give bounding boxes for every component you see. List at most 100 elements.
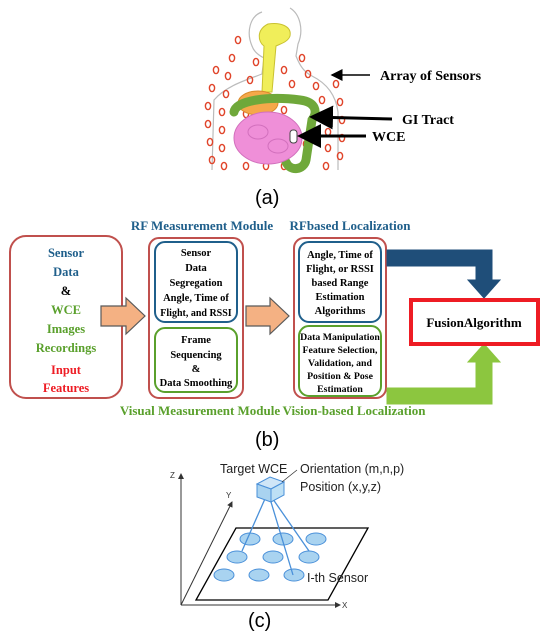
sensor-dot [212, 65, 220, 75]
rf-box-line: Data [185, 263, 207, 274]
rf-loc-line: based Range [312, 278, 369, 289]
rf-to-fusion-arrow [386, 249, 502, 299]
sensor-dot [252, 57, 260, 67]
plane-sensor [239, 532, 261, 546]
wce-capsule [289, 129, 298, 144]
sensor-dot [322, 161, 330, 171]
visual-measurement-module-title: Visual Measurement Module [120, 403, 281, 418]
visual-measurement-box [154, 327, 238, 393]
array-of-sensors-label: Array of Sensors [380, 69, 482, 84]
vision-loc-line: Validation, and [308, 358, 372, 369]
plane-sensor [213, 568, 235, 582]
target-wce-capsule [255, 476, 286, 503]
plane-sensor [248, 568, 270, 582]
sensor-dot [288, 79, 296, 89]
sensor-dot [218, 107, 226, 117]
features-label: Features [43, 381, 89, 395]
rf-box-line: Segregation [170, 278, 223, 289]
plane-sensor [305, 532, 327, 546]
plane-sensor [262, 550, 284, 564]
z-axis-label: Z [170, 471, 175, 480]
vision-loc-line: Feature Selection, [303, 345, 378, 356]
rf-loc-line: Flight, or RSSI [306, 264, 374, 275]
visual-box-line: & [192, 364, 201, 375]
fusion-algorithm-label: FusionAlgorithm [426, 315, 522, 330]
plane-sensor [298, 550, 320, 564]
orientation-pointer [281, 469, 298, 483]
target-wce-label: Target WCE [220, 462, 287, 476]
input-data-label: Data [53, 265, 79, 279]
x-axis-label: X [342, 601, 348, 610]
sensor-dot [318, 95, 326, 105]
vision-to-fusion-arrow [386, 343, 502, 405]
esophagus-shape [258, 23, 291, 93]
rf-localization-box [298, 241, 382, 323]
sensor-dot [208, 83, 216, 93]
plane-sensor [272, 532, 294, 546]
visual-box-line: Data Smoothing [160, 378, 233, 389]
sensor-dot [218, 143, 226, 153]
sensor-dot [336, 151, 344, 161]
wce-label: WCE [372, 130, 405, 145]
panel-a: Array of Sensors GI Tract WCE (a) [204, 7, 482, 209]
sensor-dot [312, 81, 320, 91]
sensor-dot [222, 89, 230, 99]
sensor-dot [208, 155, 216, 165]
caption-b: (b) [255, 429, 279, 451]
sensor-dot [324, 143, 332, 153]
human-torso-illustration [211, 7, 339, 171]
rf-loc-line: Algorithms [315, 306, 366, 317]
rf-measurement-box [154, 241, 238, 323]
flow-arrow-input-to-measurement [100, 296, 146, 336]
orientation-label: Orientation (m,n,p) [300, 462, 404, 476]
vision-localization-box [298, 325, 382, 397]
y-axis-label: Y [226, 491, 232, 500]
position-label: Position (x,y,z) [300, 480, 381, 494]
vision-localization-title: Vision-based Localization [283, 403, 427, 418]
rf-box-line: Sensor [181, 248, 212, 259]
sensor-dot [204, 101, 212, 111]
plane-sensors [213, 532, 327, 582]
rf-localization-title: RFbased Localization [290, 218, 412, 233]
vision-loc-line: Data Manipulation [300, 332, 380, 343]
signal-ray [267, 491, 310, 552]
sensor-dot [224, 71, 232, 81]
input-label: Input [51, 363, 82, 377]
rf-loc-line: Angle, Time of [307, 250, 373, 261]
sensor-dot [304, 69, 312, 79]
sensor-plane [194, 527, 370, 601]
input-wce-label: WCE [51, 303, 81, 317]
caption-c: (c) [248, 610, 271, 632]
sensor-dot [234, 35, 242, 45]
rf-box-line: Angle, Time of [163, 293, 229, 304]
visual-box-line: Sequencing [170, 350, 222, 361]
sensor-dot [336, 97, 344, 107]
fusion-algorithm-box [409, 298, 540, 346]
sensor-dot [338, 133, 346, 143]
sensor-dot [332, 79, 340, 89]
input-recordings-label: Recordings [36, 341, 97, 355]
sensor-dot [280, 105, 288, 115]
signal-ray [241, 491, 269, 552]
input-sensor-label: Sensor [48, 246, 85, 260]
caption-a: (a) [255, 187, 279, 209]
intestine-loop [247, 124, 269, 140]
input-ampersand: & [61, 284, 71, 298]
plane-sensor [226, 550, 248, 564]
y-axis [180, 501, 233, 606]
gi-tract-arrow [309, 105, 393, 130]
intestine-loop [267, 138, 289, 154]
sensor-dot [218, 125, 226, 135]
sensor-dot [206, 137, 214, 147]
rf-loc-line: Estimation [315, 292, 364, 303]
input-images-label: Images [47, 322, 85, 336]
rf-measurement-module-title: RF Measurement Module [131, 218, 273, 233]
panel-b: Sensor Data & WCE Images Recordings Inpu… [9, 218, 540, 451]
vision-loc-line: Estimation [317, 384, 363, 395]
vision-loc-line: Position & Pose [307, 371, 374, 382]
sensor-dot [298, 53, 306, 63]
signal-ray [267, 491, 294, 576]
visual-box-line: Frame [181, 335, 211, 346]
i-th-sensor-label: I-th Sensor [307, 571, 368, 585]
